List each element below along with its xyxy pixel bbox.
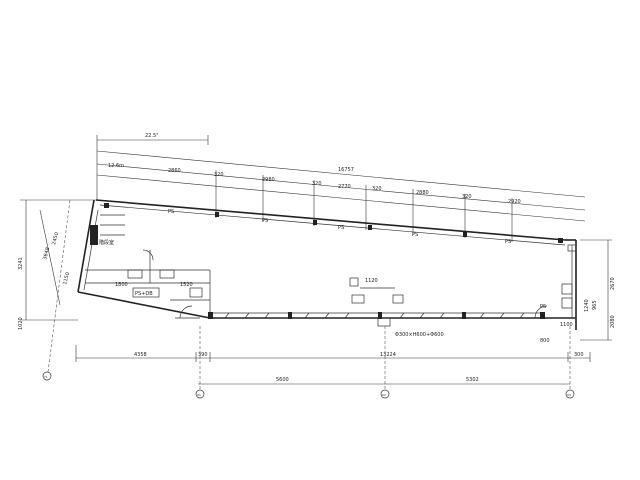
bottom-row1-1: 390 xyxy=(198,352,208,358)
left-dim-3: 2450 xyxy=(51,232,60,246)
dim-1520: 1520 xyxy=(180,282,193,288)
columns-bottom xyxy=(208,312,545,319)
grid-marker-x3: X3 xyxy=(565,389,575,399)
bottom-wall-hatch xyxy=(224,312,525,319)
svg-text:Y1: Y1 xyxy=(44,375,48,379)
ps-db-label: PS+DB xyxy=(135,291,153,297)
right-dim-1: 2080 xyxy=(610,315,616,328)
right-side-details xyxy=(534,244,577,319)
ps-label-far-right: PS xyxy=(505,239,511,245)
bottom-row2-1: 5302 xyxy=(466,377,479,383)
bottom-row1-2: 13224 xyxy=(380,352,396,358)
top-seg-5: 2770 xyxy=(338,184,351,190)
right-dim-4: 1100 xyxy=(560,322,573,328)
grid-axes: X1 X2 X3 Y1 xyxy=(42,199,575,399)
ps-label-mid: PS xyxy=(262,218,268,224)
top-seg-0: 12.6m xyxy=(108,163,124,169)
left-dim-1: 1020 xyxy=(18,317,24,330)
top-seg-7: 2880 xyxy=(416,190,429,196)
angle-dim-label: 22.5° xyxy=(145,133,159,139)
left-dim-2: 3648 xyxy=(42,247,51,261)
bottom-row1-0: 4358 xyxy=(134,352,147,358)
columns-top xyxy=(104,203,563,243)
top-seg-8: 320 xyxy=(462,194,472,200)
left-dim-0: 3241 xyxy=(18,257,24,270)
svg-text:X1: X1 xyxy=(197,393,201,397)
ps-label-bottom-right: PS xyxy=(540,304,546,310)
svg-text:X3: X3 xyxy=(567,393,571,397)
bottom-row1-3: 300 xyxy=(574,352,584,358)
dim-1800: 1800 xyxy=(115,282,128,288)
ps-label-right2: PS xyxy=(412,232,418,238)
left-dim-4: 1150 xyxy=(62,272,71,286)
top-seg-1: 2860 xyxy=(168,168,181,174)
grid-marker-x1: X1 xyxy=(195,389,205,399)
opening-note: Φ300×H600+Φ600 xyxy=(395,332,444,338)
top-seg-2: 320 xyxy=(214,172,224,178)
building-walls xyxy=(77,199,577,330)
grid-marker-y1: Y1 xyxy=(42,371,52,381)
center-opening: 1120 Φ300×H600+Φ600 xyxy=(349,277,444,338)
top-seg-3: 2980 xyxy=(262,177,275,183)
top-seg-9: 2920 xyxy=(508,199,521,205)
ps-labels: PS PS PS PS PS PS xyxy=(168,209,546,310)
bottom-dimension-group: 4358 390 13224 300 5600 5302 xyxy=(75,345,591,385)
left-dimension-group: 3241 1020 3648 2450 1150 xyxy=(18,199,96,330)
top-seg-4: 320 xyxy=(312,181,322,187)
right-dim-5: 800 xyxy=(540,338,550,344)
ps-label-left: PS xyxy=(168,209,174,215)
right-dimension-group: 2670 2080 965 1240 1100 800 xyxy=(540,239,616,344)
right-dim-2: 965 xyxy=(592,300,598,310)
ps-label-right: PS xyxy=(338,225,344,231)
stair-label: 階段室 xyxy=(99,239,114,246)
dim-1120: 1120 xyxy=(365,278,378,284)
svg-text:X2: X2 xyxy=(382,393,386,397)
top-seg-6: 320 xyxy=(372,186,382,192)
bottom-row2-0: 5600 xyxy=(276,377,289,383)
right-dim-3: 1240 xyxy=(584,299,590,312)
left-wing-details: 階段室 1800 1520 PS+DB xyxy=(90,214,210,319)
grid-marker-x2: X2 xyxy=(380,389,390,399)
right-dim-0: 2670 xyxy=(610,277,616,290)
overall-dim-label: 16757 xyxy=(338,167,354,173)
